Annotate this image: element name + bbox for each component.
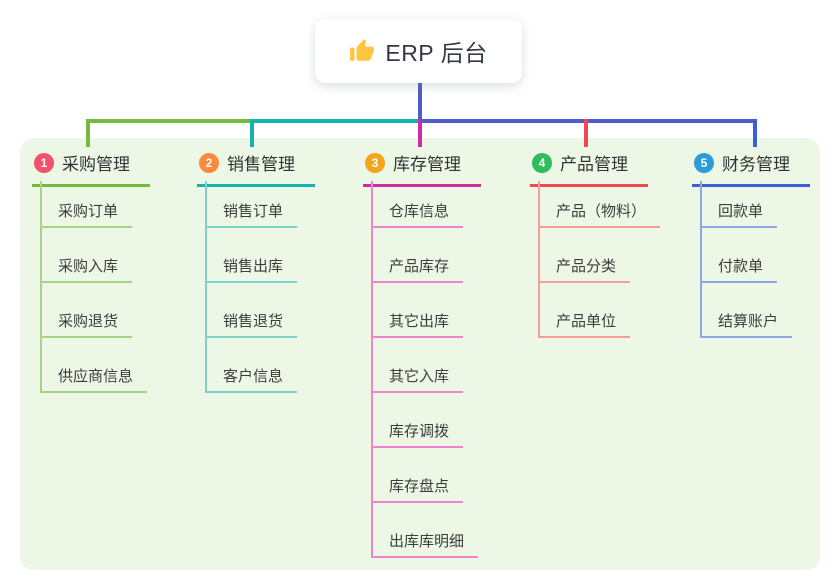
child-node[interactable]: 库存盘点 [373, 448, 464, 503]
branch-node-2[interactable]: 2 销售管理 [197, 146, 315, 187]
child-node-label: 供应商信息 [58, 368, 134, 385]
child-node-label: 产品单位 [556, 313, 617, 330]
branch-number-badge: 2 [199, 152, 219, 173]
bus-segment-teal [252, 119, 420, 123]
child-node-label: 结算账户 [718, 313, 779, 330]
branch-children-group: 产品（物料） 产品分类产品单位 [538, 181, 661, 338]
child-node-label: 回款单 [718, 203, 764, 220]
mindmap-canvas-panel [20, 138, 820, 570]
root-node[interactable]: ERP 后台 [315, 19, 522, 83]
root-connector-line [418, 83, 422, 121]
child-node[interactable]: 仓库信息 [373, 181, 464, 228]
child-node[interactable]: 供应商信息 [42, 338, 148, 393]
child-node-label: 采购退货 [58, 313, 119, 330]
child-node-label: 库存盘点 [389, 478, 450, 495]
child-node[interactable]: 出库库明细 [373, 503, 479, 558]
branch-number-badge: 4 [532, 152, 552, 173]
branch-children-group: 采购订单采购入库采购退货供应商信息 [40, 181, 148, 393]
branch-children-group: 回款单付款单结算账户 [700, 181, 793, 338]
child-node[interactable]: 回款单 [702, 181, 778, 228]
branch-number-badge: 5 [694, 152, 714, 173]
child-node[interactable]: 采购订单 [42, 181, 133, 228]
drop-line-branch-4 [584, 119, 588, 147]
child-node-label: 产品库存 [389, 258, 450, 275]
child-node-label: 采购订单 [58, 203, 119, 220]
branch-children-group: 仓库信息产品库存其它出库其它入库库存调拨库存盘点出库库明细 [371, 181, 479, 558]
child-node[interactable]: 销售订单 [207, 181, 298, 228]
branch-node-4[interactable]: 4 产品管理 [530, 146, 648, 187]
child-node-label: 销售订单 [223, 203, 284, 220]
child-node[interactable]: 产品单位 [540, 283, 631, 338]
child-node-label: 产品（物料） [556, 203, 647, 220]
child-node-label: 库存调拨 [389, 423, 450, 440]
child-node[interactable]: 产品（物料） [540, 181, 661, 228]
branch-node-label: 产品管理 [560, 155, 628, 174]
child-node-label: 其它出库 [389, 313, 450, 330]
child-node-label: 产品分类 [556, 258, 617, 275]
child-node[interactable]: 其它出库 [373, 283, 464, 338]
branch-number-badge: 3 [365, 152, 385, 173]
child-node-label: 其它入库 [389, 368, 450, 385]
branch-node-label: 销售管理 [227, 155, 295, 174]
child-node[interactable]: 产品库存 [373, 228, 464, 283]
bus-segment-green [86, 119, 252, 123]
child-node[interactable]: 销售出库 [207, 228, 298, 283]
child-node-label: 出库库明细 [389, 533, 465, 550]
branch-children-group: 销售订单销售出库销售退货客户信息 [205, 181, 298, 393]
branch-node-label: 采购管理 [62, 155, 130, 174]
drop-line-branch-3 [418, 119, 422, 147]
thumbs-up-icon [349, 38, 375, 64]
child-node-label: 销售退货 [223, 313, 284, 330]
root-node-label: ERP 后台 [385, 40, 488, 66]
branch-node-1[interactable]: 1 采购管理 [32, 146, 150, 187]
child-node-label: 采购入库 [58, 258, 119, 275]
child-node-label: 仓库信息 [389, 203, 450, 220]
child-node[interactable]: 其它入库 [373, 338, 464, 393]
child-node[interactable]: 结算账户 [702, 283, 793, 338]
drop-line-branch-5 [753, 119, 757, 147]
child-node-label: 付款单 [718, 258, 764, 275]
child-node[interactable]: 采购退货 [42, 283, 133, 338]
child-node[interactable]: 产品分类 [540, 228, 631, 283]
child-node[interactable]: 付款单 [702, 228, 778, 283]
branch-node-label: 库存管理 [393, 155, 461, 174]
bus-segment-blue [420, 119, 757, 123]
branch-node-3[interactable]: 3 库存管理 [363, 146, 481, 187]
branch-node-5[interactable]: 5 财务管理 [692, 146, 810, 187]
drop-line-branch-2 [250, 119, 254, 147]
child-node[interactable]: 销售退货 [207, 283, 298, 338]
child-node-label: 客户信息 [223, 368, 284, 385]
child-node[interactable]: 客户信息 [207, 338, 298, 393]
child-node[interactable]: 库存调拨 [373, 393, 464, 448]
branch-number-badge: 1 [34, 152, 54, 173]
branch-node-label: 财务管理 [722, 155, 790, 174]
child-node-label: 销售出库 [223, 258, 284, 275]
drop-line-branch-1 [86, 119, 90, 147]
child-node[interactable]: 采购入库 [42, 228, 133, 283]
